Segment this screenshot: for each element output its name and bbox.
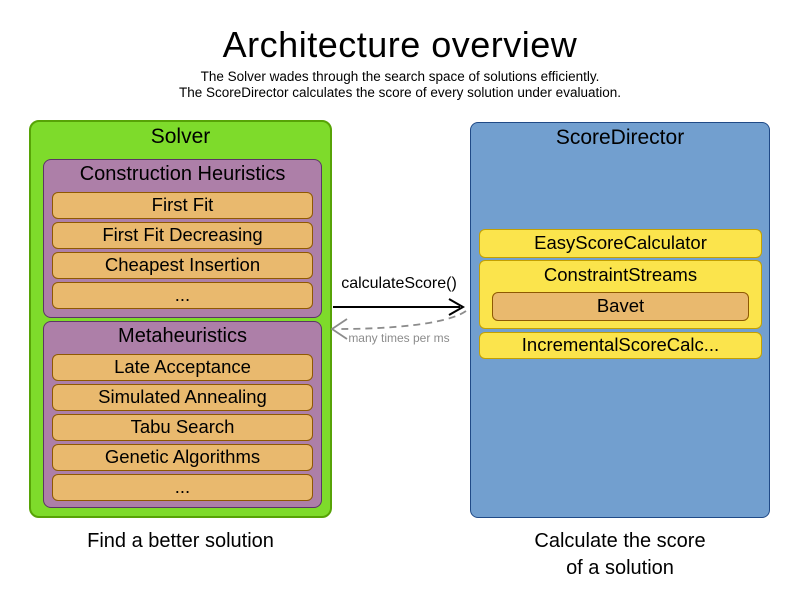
metaheuristic-item: Genetic Algorithms [52,444,313,471]
metaheuristics-group: Metaheuristics Late Acceptance Simulated… [43,321,322,508]
score-director-label: ScoreDirector [555,126,685,149]
calculate-score-label: calculateScore() [341,275,457,292]
construction-heuristics-label: Construction Heuristics [79,163,286,185]
return-arrow [339,310,467,330]
heuristic-item: First Fit Decreasing [52,222,313,249]
metaheuristic-item: ... [52,474,313,501]
heuristic-item: ... [52,282,313,309]
constraint-streams-box: ConstraintStreams Bavet [479,260,762,329]
incremental-score-calculator-box: IncrementalScoreCalc... [479,332,762,359]
score-director-caption: Calculate the score of a solution [470,528,770,582]
subtitle-line-2: The ScoreDirector calculates the score o… [179,85,621,100]
metaheuristic-item: Tabu Search [52,414,313,441]
score-director-caption-line-1: Calculate the score [534,530,706,552]
metaheuristics-label: Metaheuristics [118,325,247,347]
solver-box: Solver Construction Heuristics First Fit… [29,120,332,518]
heuristic-item: First Fit [52,192,313,219]
metaheuristic-item: Simulated Annealing [52,384,313,411]
construction-heuristics-group: Construction Heuristics First Fit First … [43,159,322,318]
score-director-caption-line-2: of a solution [566,557,674,579]
easy-score-calculator-box: EasyScoreCalculator [479,229,762,258]
solver-label: Solver [150,125,211,148]
subtitle: The Solver wades through the search spac… [0,69,800,101]
many-times-label: many times per ms [348,331,450,345]
metaheuristic-item: Late Acceptance [52,354,313,381]
calculate-score-arrowhead-icon [448,298,466,316]
page-title: Architecture overview [222,24,578,65]
bavet-box: Bavet [492,292,749,321]
heuristic-item: Cheapest Insertion [52,252,313,279]
score-director-box: ScoreDirector EasyScoreCalculator Constr… [470,122,770,518]
constraint-streams-label: ConstraintStreams [543,264,698,285]
subtitle-line-1: The Solver wades through the search spac… [200,69,600,84]
solver-caption: Find a better solution [87,530,274,552]
